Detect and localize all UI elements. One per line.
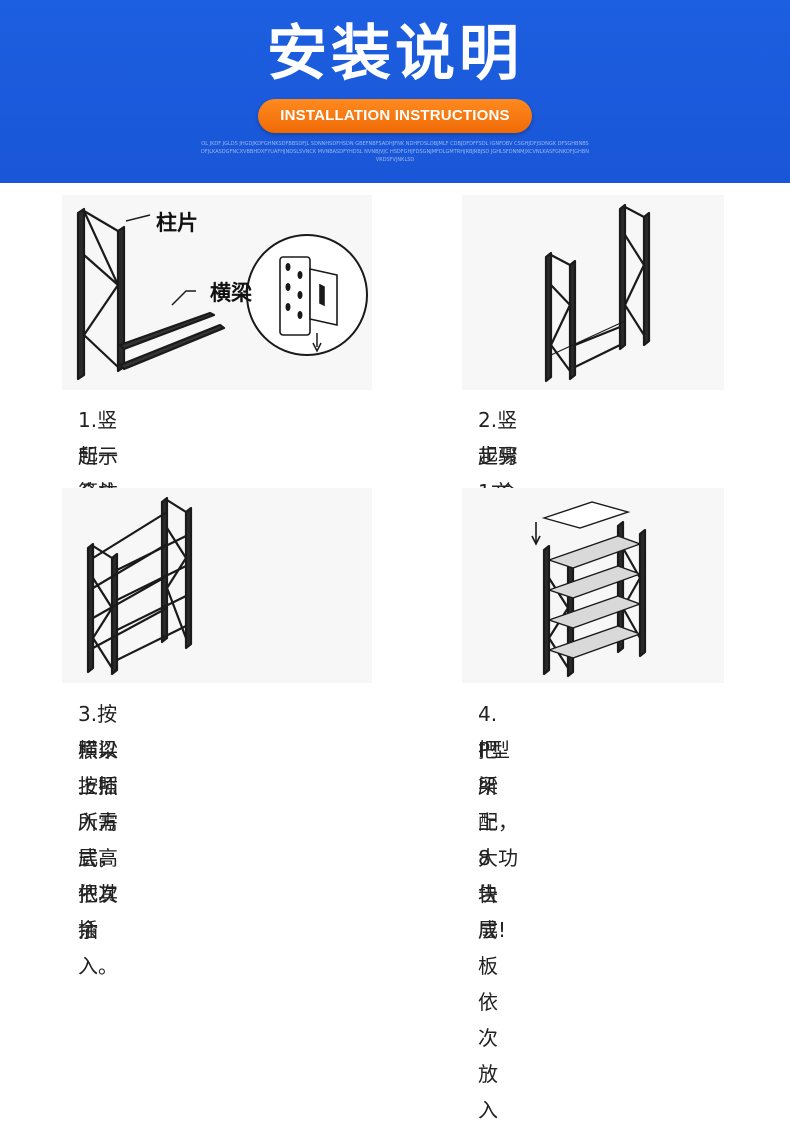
header-banner: 安装说明 INSTALLATION INSTRUCTIONS OL JKDF J… <box>0 0 790 183</box>
step-1-illustration: 柱片 横梁 <box>62 195 372 390</box>
full-rack-frame-drawing <box>86 496 193 676</box>
step-2-illustration <box>462 195 724 390</box>
rack-with-shelves-drawing <box>531 501 647 678</box>
post-callout: 柱片 <box>156 211 198 235</box>
beam-callout: 横梁 <box>210 281 252 305</box>
page-title: 安装说明 <box>267 19 523 89</box>
step-4-illustration <box>462 488 724 683</box>
header-decorative-text: OL JKDF JGLDS JHGDJKDFGHNKSDFBBSDFJL SDN… <box>201 141 589 163</box>
step-3-line-2: 横梁按照所需层高依次插入。 <box>78 738 118 978</box>
subtitle-pill: INSTALLATION INSTRUCTIONS <box>258 99 532 133</box>
step-4-line-2: P型梁上，大功告成! <box>478 738 518 942</box>
shelf-frame-with-beams-drawing <box>76 207 368 381</box>
two-frames-drawing <box>544 203 651 383</box>
step-3-illustration <box>62 488 372 683</box>
